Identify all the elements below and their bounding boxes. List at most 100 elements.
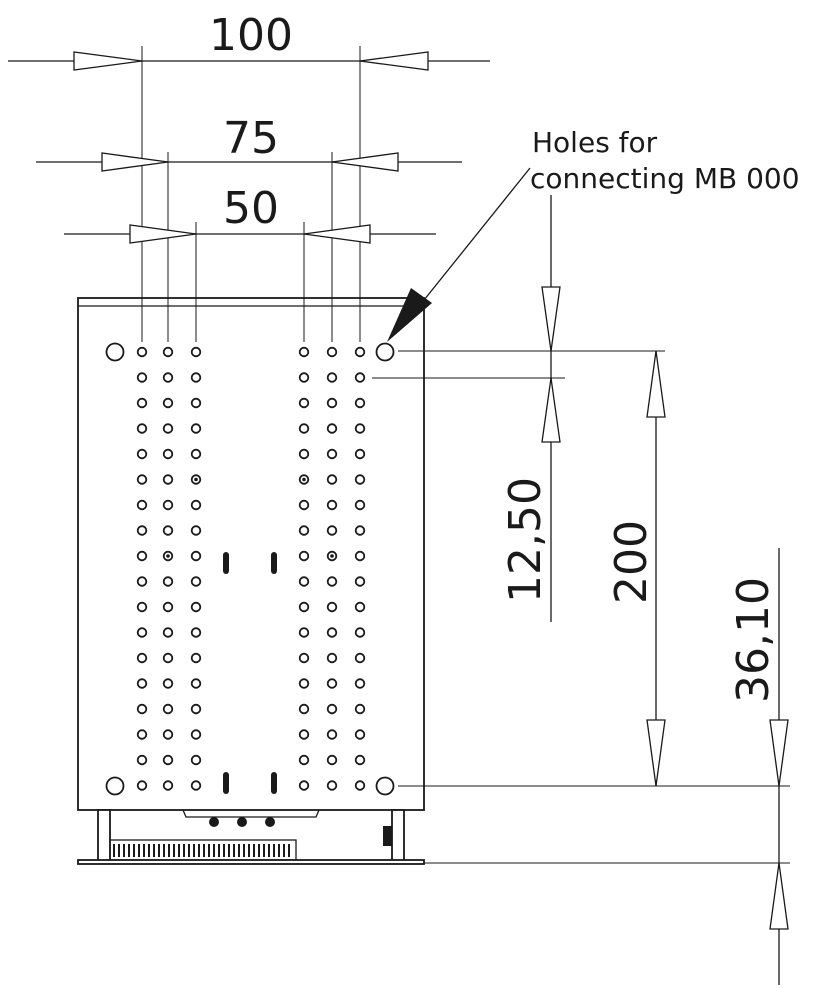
pin-hole [162,346,174,358]
pin-hole [326,652,338,664]
pin-hole [298,576,310,587]
pin-hole [354,499,366,511]
pin-hole [136,576,148,587]
pin-hole [326,754,338,766]
pin-hole [326,525,338,536]
pin-hole-marker [166,554,170,558]
pin-hole [326,397,338,409]
arrow-pitch-bottom [541,377,561,443]
pin-hole [190,678,202,689]
pin-hole [162,729,174,740]
slot-lower-right [271,772,277,794]
pin-hole [162,423,174,434]
base-bracket [77,809,425,865]
pin-hole [354,780,366,791]
leg-right [391,809,405,863]
pin-hole [136,397,148,409]
pin-hole [136,499,148,511]
pin-hole [162,601,174,613]
dim-75: 75 [36,113,462,342]
callout-line-2: connecting MB 000 [530,162,800,195]
pin-hole [354,703,366,715]
mounting-hole-top-left [105,342,125,362]
pin-hole [136,448,148,460]
pin-hole [190,346,202,358]
pin-hole [298,627,310,638]
pin-hole [298,448,310,460]
screw-2 [237,817,247,827]
pin-hole [136,703,148,715]
hole-grid [136,346,366,791]
pin-hole-marker [330,554,334,558]
dim-label-36-10: 36,10 [728,577,779,703]
side-clip [383,826,392,846]
pin-hole [136,525,148,536]
dim-100: 100 [8,10,490,342]
pin-hole [298,397,310,409]
dim-36-10: 36,10 [424,548,790,985]
dim-label-100: 100 [209,10,293,61]
pin-hole [136,652,148,664]
arrow-offset-top [769,719,789,787]
pin-hole [190,499,202,511]
slot-lower-left [223,772,229,794]
pin-hole [354,346,366,358]
slot-upper-left [223,552,229,574]
arrow-offset-bottom [769,862,789,930]
pin-hole [354,423,366,434]
pin-hole [136,729,148,740]
pin-hole [298,499,310,511]
pin-hole [298,703,310,715]
pin-hole [136,550,148,562]
arrow-100-right [359,51,429,71]
pin-hole [298,652,310,664]
slots [223,552,277,794]
pin-hole [298,678,310,689]
pin-hole [354,550,366,562]
pin-hole [162,627,174,638]
arrow-75-left [101,152,169,172]
pin-hole [354,601,366,613]
pin-hole [354,729,366,740]
arrow-100-left [73,51,143,71]
pin-hole [136,627,148,638]
pin-hole [136,423,148,434]
dim-label-200: 200 [606,520,657,604]
callout-line-1: Holes for [532,126,658,159]
pin-hole [354,448,366,460]
pin-hole [190,397,202,409]
heatsink-fins [113,844,290,857]
pin-hole [326,423,338,434]
pin-hole [354,372,366,383]
pin-hole [298,423,310,434]
pin-hole [354,652,366,664]
pin-hole [162,703,174,715]
arrow-200-top [646,350,666,418]
dim-label-12-50: 12,50 [500,477,551,603]
pin-hole [136,678,148,689]
pin-hole [354,397,366,409]
pin-hole [162,678,174,689]
pin-hole [298,525,310,536]
screw-3 [265,817,275,827]
pin-hole [326,678,338,689]
pin-hole [162,525,174,536]
pin-hole [190,372,202,383]
pin-hole [190,601,202,613]
pin-hole-marker [194,477,198,482]
dim-50: 50 [64,183,436,342]
pin-hole [326,448,338,460]
leader-line [407,167,531,321]
pin-hole [298,550,310,562]
base-plate [77,859,425,865]
pin-hole [326,729,338,740]
pin-hole [162,576,174,587]
pin-hole-marker [302,477,306,482]
pin-hole [326,499,338,511]
pin-hole [326,703,338,715]
pin-hole [162,397,174,409]
pin-hole [190,780,202,791]
pin-hole [190,729,202,740]
pin-hole [136,372,148,383]
pin-hole [162,754,174,766]
